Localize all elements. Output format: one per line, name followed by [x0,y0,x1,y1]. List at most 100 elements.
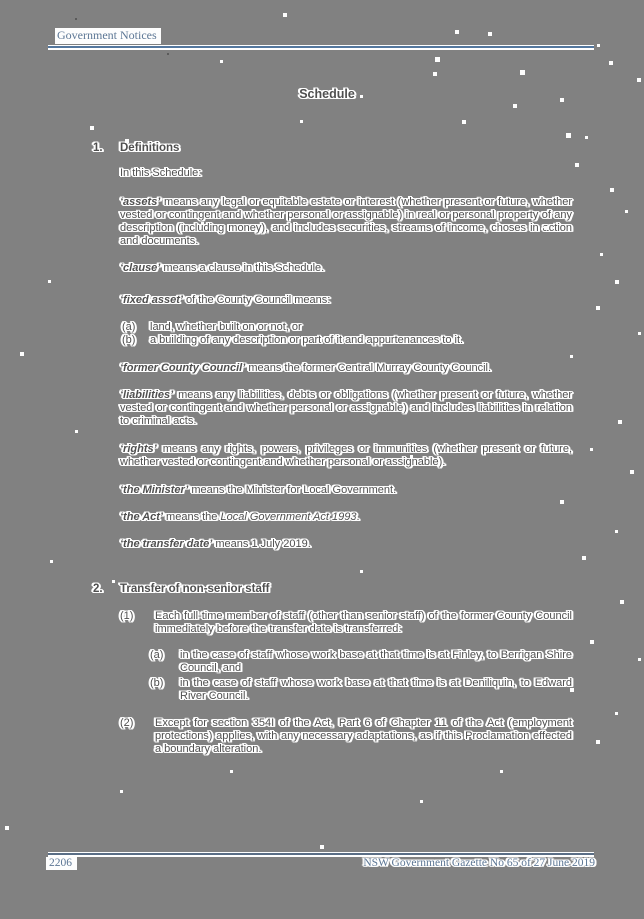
clause-2-1-label: (1) [120,610,134,622]
scan-noise-speck [615,712,618,715]
scan-noise-speck [435,57,440,62]
scan-noise-speck [120,790,123,793]
scan-noise-speck [20,352,24,356]
defined-term-liabilities: ‘liabilities’ [120,389,174,401]
defined-term-fixed-asset: ‘fixed asset’ [120,294,183,306]
definition-assets-text: means any legal or equitable estate or i… [120,196,572,247]
running-header-label: Government Notices [57,28,157,42]
clause-2-1-a-text: in the case of staff whose work base at … [180,649,572,674]
scan-noise-speck [618,420,622,424]
clause-2-1-b-label: (b) [150,677,164,689]
scan-noise-speck [570,688,574,692]
fixed-asset-item-a: (a) land, whether built on or not, or [120,321,572,334]
running-header: Government Notices [55,28,161,44]
scan-noise-speck [600,253,603,256]
defined-term-transfer-date: ‘the transfer date’ [120,538,213,550]
clause-2-1-b: (b) in the case of staff whose work base… [120,677,572,703]
scan-noise-speck [513,104,517,108]
clause-2-1-b-text: in the case of staff whose work base at … [180,677,572,702]
scan-noise-speck [582,556,586,560]
scan-noise-speck [630,470,634,474]
scan-noise-speck [75,430,78,433]
section-2-number: 2. [93,583,103,595]
footer-rule [48,852,594,857]
scan-noise-speck [112,580,115,583]
defined-term-rights: ‘rights’ [120,443,157,455]
scan-noise-speck [566,133,571,138]
fixed-asset-item-a-text: land, whether built on or not, or [150,321,302,333]
section-1-intro: In this Schedule: [120,167,202,179]
act-name-italic: Local Government Act 1993 [220,511,357,523]
defined-term-former-county-council: ‘former County Council’ [120,362,246,374]
scan-noise-speck [300,120,303,123]
scan-noise-speck [610,188,614,192]
scan-noise-speck [615,280,619,284]
scan-noise-speck [75,18,77,20]
footer-gazette-title: NSW Government Gazette No 65 of 27 June … [363,857,595,869]
scan-noise-speck [125,139,129,143]
section-1-heading: 1. Definitions [93,142,572,155]
definition-rights: ‘rights’ means any rights, powers, privi… [120,443,572,469]
definition-fixed-asset: ‘fixed asset’ of the County Council mean… [120,294,572,307]
defined-term-the-act: ‘the Act’ [120,511,163,523]
fixed-asset-item-b: (b) a building of any description or par… [120,334,572,347]
scan-noise-speck [625,210,628,213]
section-1-number: 1. [93,142,103,154]
scan-noise-speck [420,800,423,803]
scan-noise-speck [575,163,579,167]
definition-the-minister: ‘the Minister’ means the Minister for Lo… [120,484,572,497]
scan-noise-speck [637,78,641,82]
definition-former-county-council-text: means the former Central Murray County C… [245,362,492,374]
header-rule [48,45,594,50]
fixed-asset-item-b-label: (b) [122,334,136,346]
scan-noise-speck [585,136,588,139]
scan-noise-speck [488,32,492,36]
scan-noise-speck [230,770,233,773]
scan-noise-speck [455,30,459,34]
scan-noise-speck [570,355,573,358]
defined-term-assets: ‘assets’ [120,196,161,208]
clause-2-1-a: (a) in the case of staff whose work base… [120,649,572,675]
scan-noise-speck [590,448,593,451]
clause-2-2-text: Except for section 354I of the Act, Part… [155,717,572,755]
footer-page-number: 2206 [46,857,77,870]
clause-2-2-label: (2) [120,717,134,729]
scan-noise-speck [410,455,413,458]
scan-noise-speck [620,600,624,604]
clause-2-1: (1) Each full-time member of staff (othe… [120,610,572,636]
scan-noise-speck [615,530,618,533]
scan-noise-speck [90,126,94,130]
definition-transfer-date: ‘the transfer date’ means 1 July 2019. [120,538,572,551]
definition-clause: ‘clause’ means a clause in this Schedule… [120,262,572,275]
scan-noise-speck [320,845,324,849]
definition-the-act-mid: means the [163,511,221,523]
definition-clause-text: means a clause in this Schedule. [160,262,325,274]
section-2-heading-label: Transfer of non-senior staff [120,583,270,595]
scan-noise-speck [638,332,641,335]
scan-noise-speck [201,222,204,225]
scan-noise-speck [462,120,466,124]
fixed-asset-item-b-text: a building of any description or part of… [150,334,464,346]
scan-noise-speck [596,306,600,310]
scan-noise-speck [360,570,363,573]
definition-rights-text: means any rights, powers, privileges or … [120,443,572,468]
scan-noise-speck [544,226,548,230]
clause-2-1-a-label: (a) [150,649,164,661]
defined-term-clause: ‘clause’ [120,262,161,274]
scan-noise-speck [167,53,169,55]
scan-noise-speck [433,72,437,76]
scan-noise-speck [609,61,613,65]
definition-fixed-asset-text: of the County Council means: [182,294,331,306]
scan-noise-speck [560,500,564,504]
page-title: Schedule [299,87,355,101]
definition-liabilities-text: means any liabilities, debts or obligati… [120,389,572,427]
definition-assets: ‘assets’ means any legal or equitable es… [120,196,572,248]
definition-former-county-council: ‘former County Council’ means the former… [120,362,572,375]
definition-the-minister-text: means the Minister for Local Government. [188,484,397,496]
scan-noise-speck [283,13,287,17]
scan-noise-speck [590,640,594,644]
scan-noise-speck [560,98,564,102]
defined-term-the-minister: ‘the Minister’ [120,484,189,496]
scan-noise-speck [520,70,525,75]
